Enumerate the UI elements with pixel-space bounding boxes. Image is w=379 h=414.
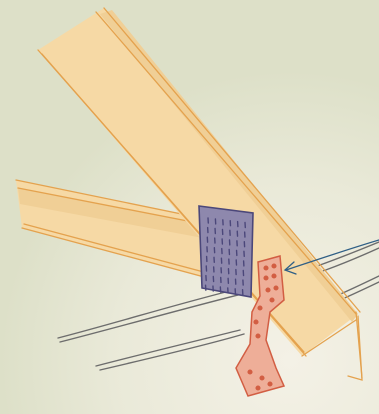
- hurricane-tie-nail-hole: [272, 264, 276, 268]
- hurricane-tie-nail-hole: [258, 306, 262, 310]
- hurricane-tie-nail-hole: [256, 334, 260, 338]
- hurricane-tie-nail-hole: [264, 266, 268, 270]
- hurricane-tie-nail-hole: [254, 320, 258, 324]
- hurricane-tie-nail-hole: [268, 382, 272, 386]
- hurricane-tie-nail-hole: [272, 274, 276, 278]
- hurricane-tie-nail-hole: [270, 298, 274, 302]
- hurricane-tie-nail-hole: [266, 288, 270, 292]
- truss-plate-icon: [199, 206, 253, 297]
- hurricane-tie-nail-hole: [264, 276, 268, 280]
- hurricane-tie-nail-hole: [248, 370, 252, 374]
- hurricane-tie-nail-hole: [256, 386, 260, 390]
- hurricane-tie-nail-hole: [274, 286, 278, 290]
- hurricane-tie-nail-hole: [260, 376, 264, 380]
